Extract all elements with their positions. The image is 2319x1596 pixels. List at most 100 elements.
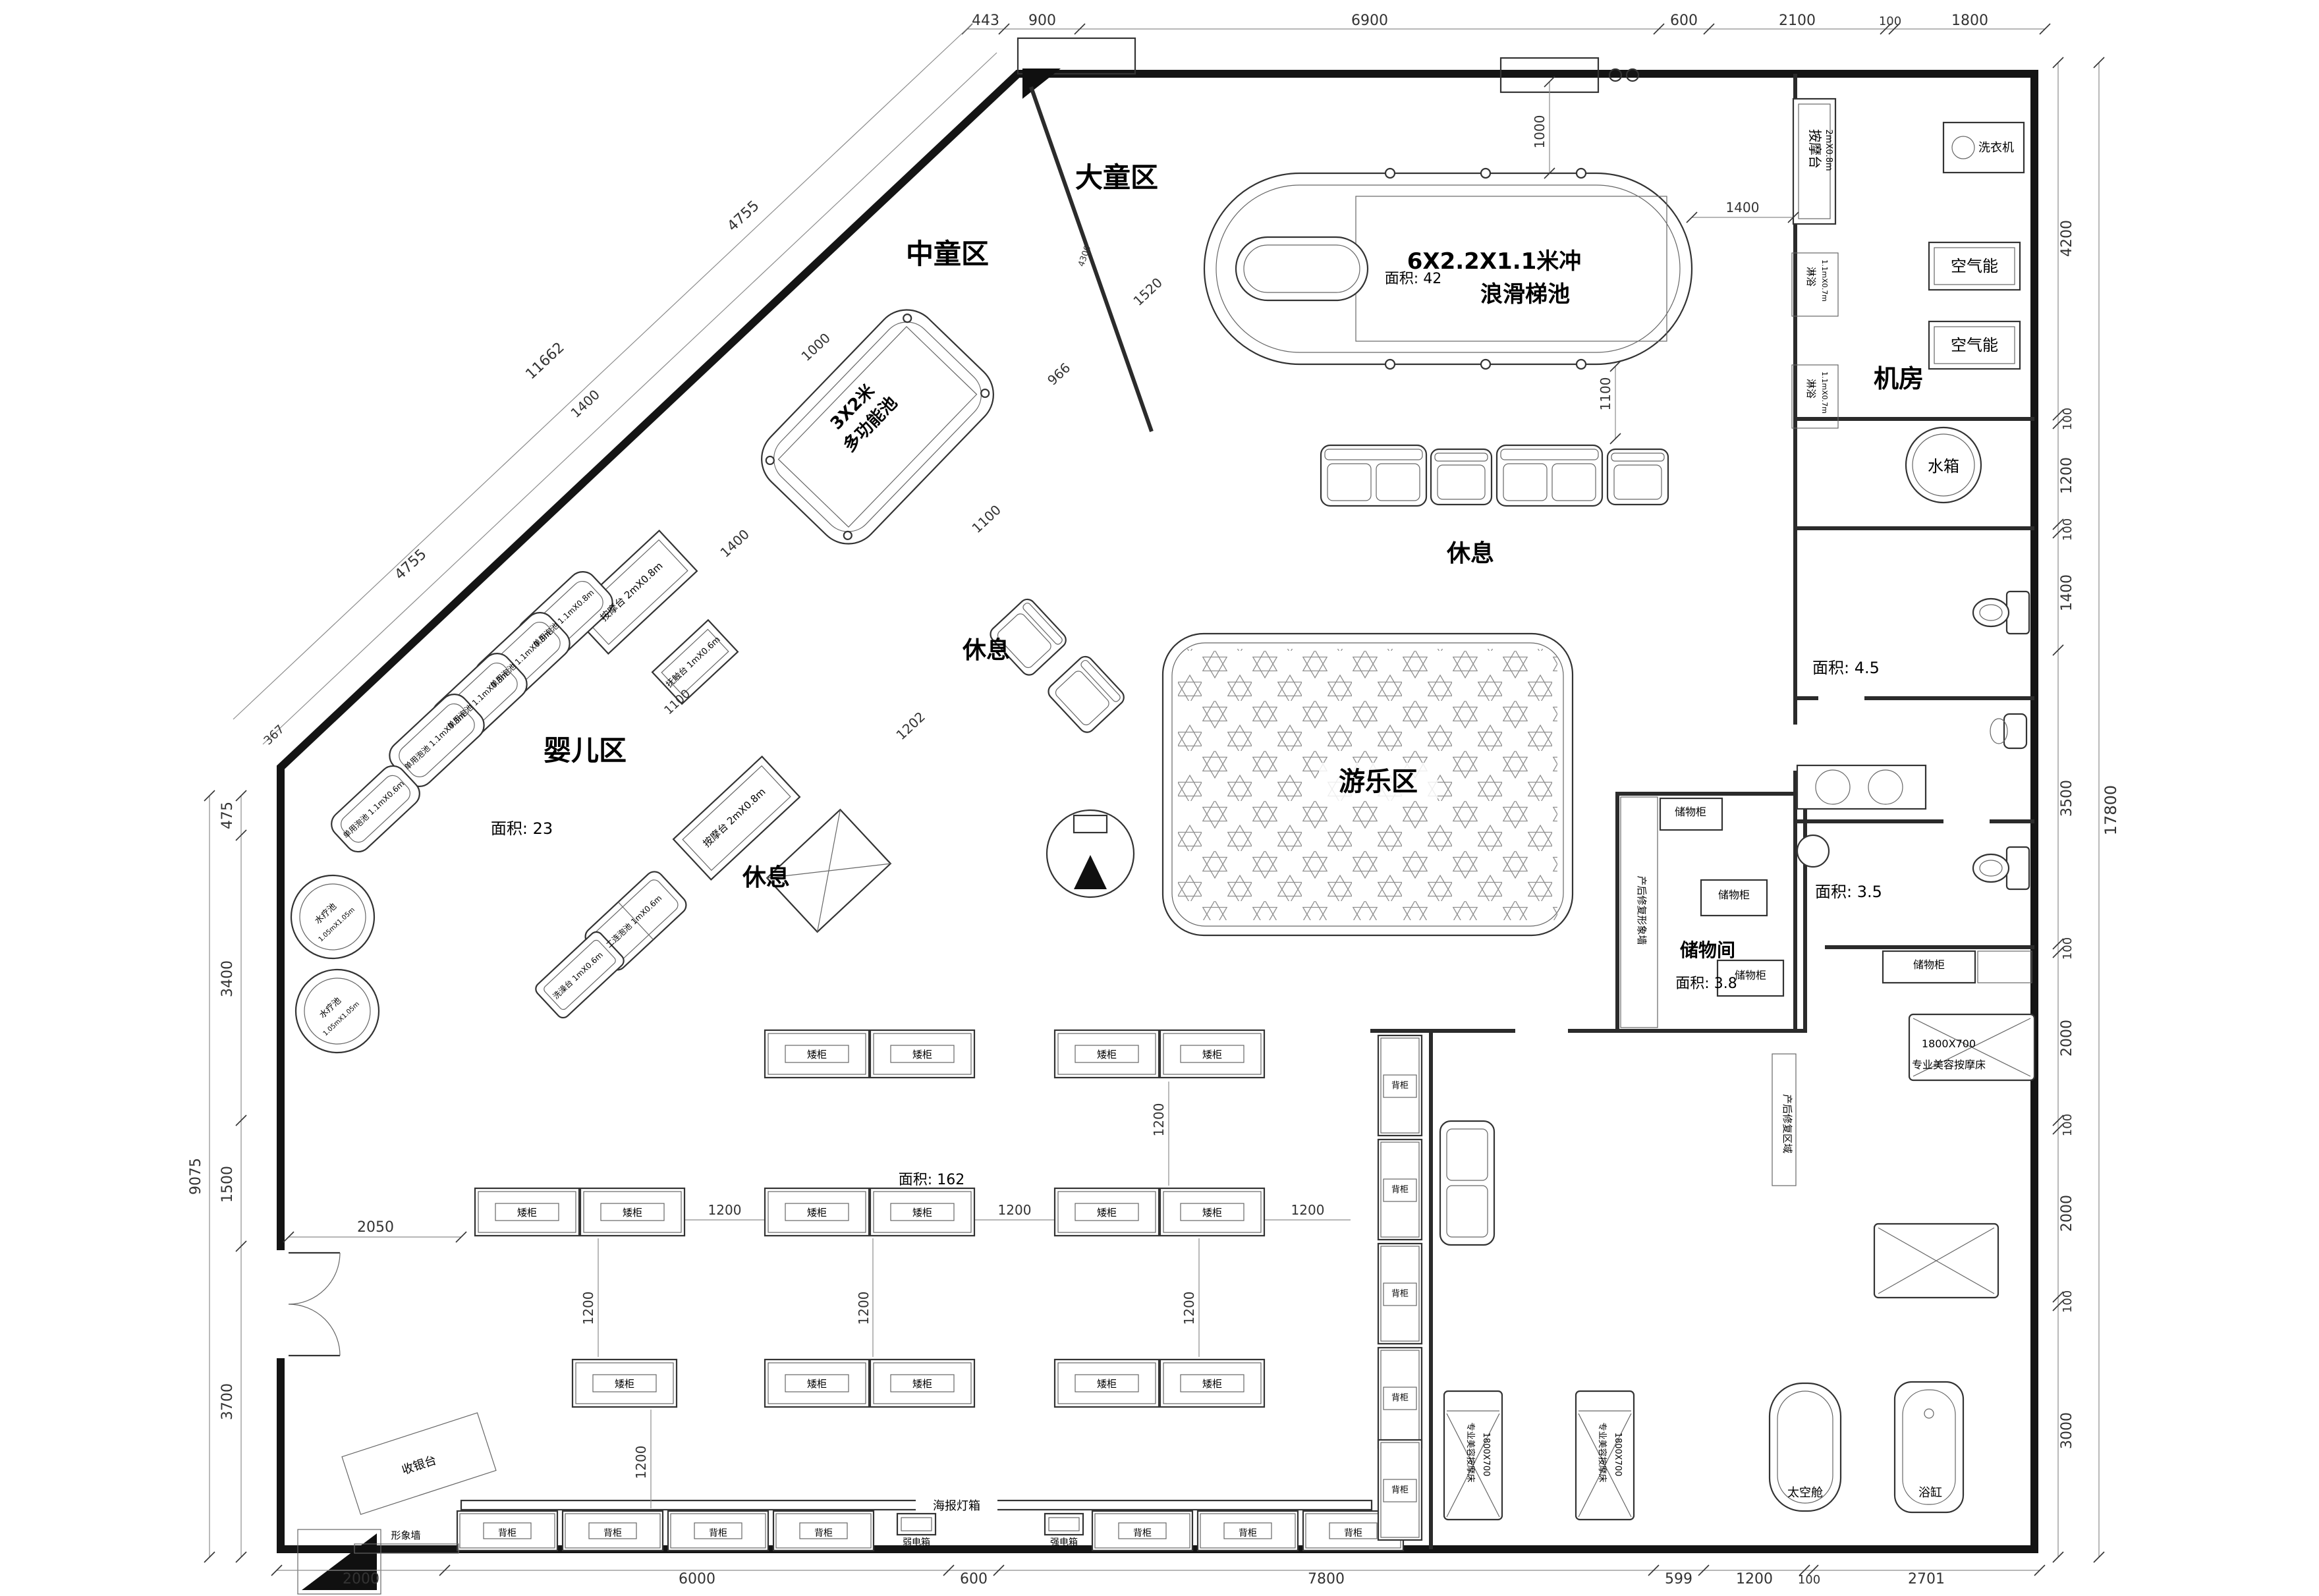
- label-air-heater-1: 空气能: [1951, 257, 1998, 275]
- dim-right-3500: 3500: [2059, 780, 2075, 817]
- label-low-cabinet-1: 矮柜: [807, 1049, 827, 1060]
- dim-left-475: 475: [219, 802, 236, 829]
- dim-left-3400: 3400: [219, 960, 236, 997]
- dim-right-1200: 1200: [2059, 457, 2075, 494]
- label-beauty-bed-1-line1: 专业美容按摩床: [1465, 1422, 1476, 1482]
- label-beauty-bed-2-line1: 专业美容按摩床: [1597, 1422, 1607, 1482]
- label-postpartum-zone-wall: 产后修复区域: [1781, 1094, 1793, 1153]
- label-back-cabinet-5: 背柜: [1133, 1528, 1152, 1539]
- label-low-cabinet-15: 矮柜: [1202, 1378, 1222, 1390]
- label-rest-3: 休息: [742, 864, 790, 891]
- chair-mid-2: [1044, 652, 1128, 736]
- massage-table-top: [1792, 97, 1837, 225]
- label-back-cabinet-6: 背柜: [1239, 1528, 1257, 1539]
- wc-fixtures: [1796, 590, 2030, 891]
- label-storage-cabinet-1: 储物柜: [1675, 806, 1706, 818]
- entrance-corner: [297, 1529, 381, 1595]
- dim-bottom-100: 100: [1798, 1573, 1820, 1587]
- dim-cab-1200-v4: 1200: [633, 1446, 649, 1479]
- label-back-cabinet-4: 背柜: [814, 1528, 833, 1539]
- dim-int-2050: 2050: [357, 1219, 394, 1236]
- dim-cab-1200-v2: 1200: [856, 1292, 872, 1325]
- label-shower-1-line2: 1.1mX0.7m: [1820, 260, 1829, 302]
- dim-bottom-599: 599: [1665, 1571, 1692, 1587]
- dim-top-1800: 1800: [1951, 13, 1988, 29]
- label-area-23: 面积: 23: [491, 819, 553, 838]
- storage-cabinet-box-4: [1882, 950, 1976, 984]
- label-space-capsule: 太空舱: [1787, 1486, 1823, 1500]
- dim-right-100c: 100: [2061, 937, 2075, 960]
- dim-top-443: 443: [972, 13, 999, 29]
- dim-left-3700: 3700: [219, 1383, 236, 1420]
- storage-cabinet-box-1: [1659, 797, 1723, 831]
- label-low-cabinet-7: 矮柜: [807, 1207, 827, 1219]
- dim-left-9075: 9075: [188, 1158, 204, 1195]
- massage-table-diag-2: [672, 755, 801, 881]
- play-area: [1161, 632, 1574, 937]
- dim-cab-1200-h2: 1200: [998, 1202, 1032, 1218]
- label-area-42: 面积: 42: [1385, 271, 1441, 287]
- label-area-3-5: 面积: 3.5: [1815, 883, 1882, 901]
- label-zone-mid-kids: 中童区: [906, 238, 989, 270]
- dim-diag-1520: 1520: [1130, 275, 1165, 309]
- label-back-cabinet-col-2: 背柜: [1391, 1185, 1409, 1195]
- image-wall: [354, 1543, 459, 1554]
- label-low-cabinet-13: 矮柜: [912, 1378, 932, 1390]
- label-shower-2-line1: 淋浴: [1805, 379, 1817, 399]
- dimension-lines: [204, 23, 2105, 1576]
- postpartum-image-wall-hatch: [1620, 796, 1658, 1028]
- dim-diag-367: 367: [262, 723, 287, 748]
- storage-cabinet-box-3: [1716, 959, 1785, 997]
- label-low-cabinet-9: 矮柜: [1097, 1207, 1117, 1219]
- label-beauty-bed-right-line1: 1800X700: [1922, 1037, 1976, 1050]
- spa-pool-1: [290, 874, 376, 960]
- chair-top-2: [1606, 448, 1669, 506]
- label-low-cabinet-10: 矮柜: [1202, 1207, 1222, 1219]
- space-capsule: [1768, 1382, 1842, 1512]
- air-heater-1: [1928, 241, 2021, 291]
- label-wave-pool-line1: 6X2.2X1.1米冲: [1407, 248, 1582, 275]
- dim-diag-1000: 1000: [798, 330, 833, 364]
- label-area-4-5: 面积: 4.5: [1812, 659, 1880, 677]
- label-low-cabinet-11: 矮柜: [615, 1378, 634, 1390]
- dim-int-1400: 1400: [1726, 200, 1760, 215]
- bathtub: [1893, 1381, 1965, 1514]
- storage-cabinet-box-2: [1700, 879, 1768, 917]
- dim-int-1000: 1000: [1532, 115, 1548, 149]
- dim-top-900: 900: [1028, 13, 1056, 29]
- label-low-cabinet-2: 矮柜: [912, 1049, 932, 1060]
- label-shower-1-line1: 淋浴: [1805, 267, 1817, 287]
- dim-cab-1200-v5: 1200: [1151, 1103, 1167, 1137]
- dim-diag-1202: 1202: [893, 709, 928, 743]
- label-beauty-bed-1-line2: 1800X700: [1481, 1433, 1491, 1477]
- label-low-cabinet-4: 矮柜: [1202, 1049, 1222, 1060]
- postpartum-zone-wall-hatch: [1772, 1053, 1797, 1186]
- sink-counter: [1796, 764, 1927, 810]
- back-cabinets: [456, 1034, 1423, 1552]
- dim-cab-1200-h3: 1200: [1291, 1202, 1325, 1218]
- sofa-top-1: [1320, 444, 1428, 507]
- rest-furniture: [766, 444, 1669, 1246]
- rest-bed-x: [766, 808, 892, 933]
- urinal: [1990, 713, 2028, 750]
- entrance-door-marker: [302, 1533, 377, 1590]
- label-back-cabinet-col-4: 背柜: [1391, 1393, 1409, 1403]
- label-back-cabinet-2: 背柜: [603, 1528, 622, 1539]
- strong-power-box: [1044, 1512, 1084, 1536]
- label-room-storage: 储物间: [1680, 939, 1735, 961]
- toilet-2: [1972, 846, 2030, 891]
- label-low-cabinet-8: 矮柜: [912, 1207, 932, 1219]
- dim-bottom-1200: 1200: [1736, 1571, 1773, 1587]
- label-area-3-8: 面积: 3.8: [1675, 976, 1737, 992]
- label-strong-power-box: 强电箱: [1050, 1537, 1078, 1548]
- dim-diag-966: 966: [1044, 360, 1073, 389]
- dim-left-1500: 1500: [219, 1166, 236, 1203]
- shower-panel-1: [1791, 252, 1839, 317]
- wave-slide-pool: [1203, 167, 1693, 370]
- massage-table-diag-1: [569, 529, 698, 655]
- label-poster-lightbox: 海报灯箱: [933, 1499, 980, 1513]
- dim-cab-1200-h1: 1200: [708, 1202, 742, 1218]
- label-beauty-bed-2-line2: 1800X700: [1613, 1433, 1623, 1477]
